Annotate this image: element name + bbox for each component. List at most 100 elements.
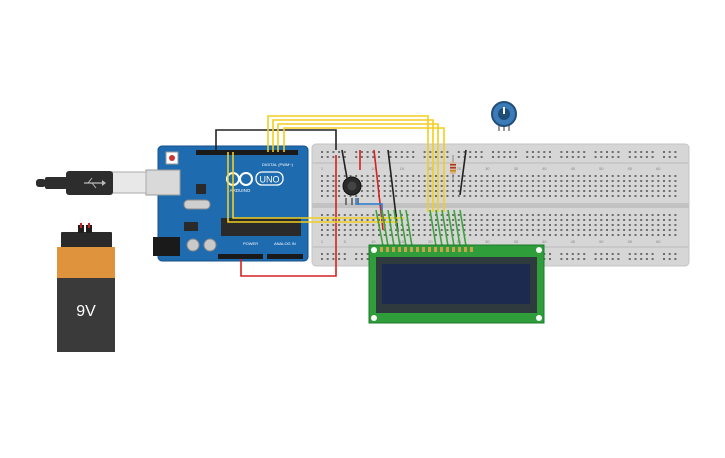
breadboard-hole[interactable] [623, 229, 626, 231]
breadboard-hole[interactable] [543, 219, 546, 221]
breadboard-hole[interactable] [549, 156, 551, 158]
breadboard-hole[interactable] [554, 224, 557, 226]
breadboard-hole[interactable] [594, 156, 597, 158]
breadboard-hole[interactable] [571, 253, 574, 255]
breadboard-hole[interactable] [440, 229, 443, 231]
breadboard-hole[interactable] [412, 180, 415, 182]
breadboard-hole[interactable] [526, 190, 529, 192]
breadboard-hole[interactable] [577, 190, 580, 192]
breadboard-hole[interactable] [383, 190, 386, 192]
breadboard-hole[interactable] [440, 151, 443, 153]
breadboard-hole[interactable] [503, 234, 506, 236]
breadboard-hole[interactable] [634, 180, 637, 182]
breadboard-hole[interactable] [383, 234, 386, 236]
breadboard-hole[interactable] [509, 214, 512, 216]
breadboard-hole[interactable] [645, 224, 648, 226]
breadboard-hole[interactable] [383, 180, 386, 182]
breadboard-hole[interactable] [492, 151, 494, 153]
breadboard-hole[interactable] [640, 224, 643, 226]
breadboard-hole[interactable] [663, 229, 665, 231]
breadboard-hole[interactable] [628, 195, 631, 197]
breadboard-hole[interactable] [617, 253, 620, 255]
breadboard-hole[interactable] [571, 151, 574, 153]
breadboard-hole[interactable] [651, 180, 654, 182]
breadboard-hole[interactable] [600, 151, 603, 153]
breadboard-hole[interactable] [457, 190, 460, 192]
breadboard-hole[interactable] [321, 229, 323, 231]
breadboard-hole[interactable] [338, 234, 341, 236]
breadboard-hole[interactable] [395, 180, 398, 182]
breadboard-hole[interactable] [372, 185, 375, 187]
breadboard-hole[interactable] [617, 156, 620, 158]
breadboard-hole[interactable] [486, 195, 489, 197]
breadboard-hole[interactable] [640, 229, 643, 231]
breadboard-hole[interactable] [435, 214, 437, 216]
breadboard-hole[interactable] [400, 151, 403, 153]
breadboard-hole[interactable] [389, 190, 392, 192]
breadboard-hole[interactable] [440, 195, 443, 197]
breadboard-hole[interactable] [583, 151, 586, 153]
breadboard-hole[interactable] [338, 180, 341, 182]
breadboard-hole[interactable] [332, 156, 335, 158]
breadboard-hole[interactable] [514, 195, 517, 197]
breadboard-hole[interactable] [452, 229, 455, 231]
breadboard-hole[interactable] [417, 214, 420, 216]
power-header[interactable] [218, 254, 263, 259]
breadboard-hole[interactable] [594, 224, 597, 226]
breadboard-hole[interactable] [378, 185, 380, 187]
breadboard-hole[interactable] [412, 190, 415, 192]
breadboard-hole[interactable] [469, 175, 472, 177]
breadboard-hole[interactable] [423, 185, 426, 187]
breadboard-hole[interactable] [457, 195, 460, 197]
breadboard-hole[interactable] [577, 224, 580, 226]
breadboard-hole[interactable] [634, 234, 637, 236]
breadboard-hole[interactable] [417, 185, 420, 187]
breadboard-hole[interactable] [349, 229, 352, 231]
breadboard-hole[interactable] [326, 180, 329, 182]
breadboard-hole[interactable] [520, 224, 523, 226]
breadboard-hole[interactable] [554, 190, 557, 192]
potentiometer-icon[interactable] [342, 176, 362, 205]
breadboard-hole[interactable] [594, 253, 597, 255]
breadboard-hole[interactable] [594, 258, 597, 260]
breadboard-hole[interactable] [355, 229, 358, 231]
breadboard-hole[interactable] [343, 253, 346, 255]
breadboard-hole[interactable] [400, 180, 403, 182]
breadboard-hole[interactable] [531, 229, 534, 231]
breadboard-hole[interactable] [651, 195, 654, 197]
breadboard-hole[interactable] [321, 258, 323, 260]
breadboard-hole[interactable] [543, 156, 546, 158]
breadboard-hole[interactable] [412, 229, 415, 231]
breadboard-hole[interactable] [606, 195, 608, 197]
breadboard-hole[interactable] [663, 195, 665, 197]
breadboard-hole[interactable] [668, 185, 671, 187]
breadboard-hole[interactable] [617, 224, 620, 226]
lcd-pin[interactable] [446, 247, 449, 252]
breadboard-hole[interactable] [549, 234, 551, 236]
breadboard-hole[interactable] [435, 156, 437, 158]
breadboard-hole[interactable] [560, 258, 563, 260]
breadboard-hole[interactable] [400, 234, 403, 236]
breadboard-hole[interactable] [338, 258, 341, 260]
breadboard-hole[interactable] [423, 156, 426, 158]
breadboard-hole[interactable] [429, 190, 432, 192]
breadboard-hole[interactable] [628, 258, 631, 260]
breadboard-hole[interactable] [514, 185, 517, 187]
breadboard-hole[interactable] [360, 253, 363, 255]
breadboard-hole[interactable] [492, 224, 494, 226]
breadboard-hole[interactable] [651, 156, 654, 158]
breadboard-hole[interactable] [526, 195, 529, 197]
breadboard-hole[interactable] [566, 234, 569, 236]
breadboard-hole[interactable] [617, 180, 620, 182]
breadboard-hole[interactable] [594, 219, 597, 221]
breadboard-hole[interactable] [554, 175, 557, 177]
breadboard-hole[interactable] [497, 229, 500, 231]
breadboard-hole[interactable] [372, 156, 375, 158]
breadboard-hole[interactable] [326, 214, 329, 216]
breadboard-hole[interactable] [497, 234, 500, 236]
breadboard-hole[interactable] [338, 229, 341, 231]
breadboard-hole[interactable] [560, 180, 563, 182]
breadboard-hole[interactable] [429, 151, 432, 153]
breadboard-hole[interactable] [474, 219, 477, 221]
breadboard-hole[interactable] [395, 156, 398, 158]
